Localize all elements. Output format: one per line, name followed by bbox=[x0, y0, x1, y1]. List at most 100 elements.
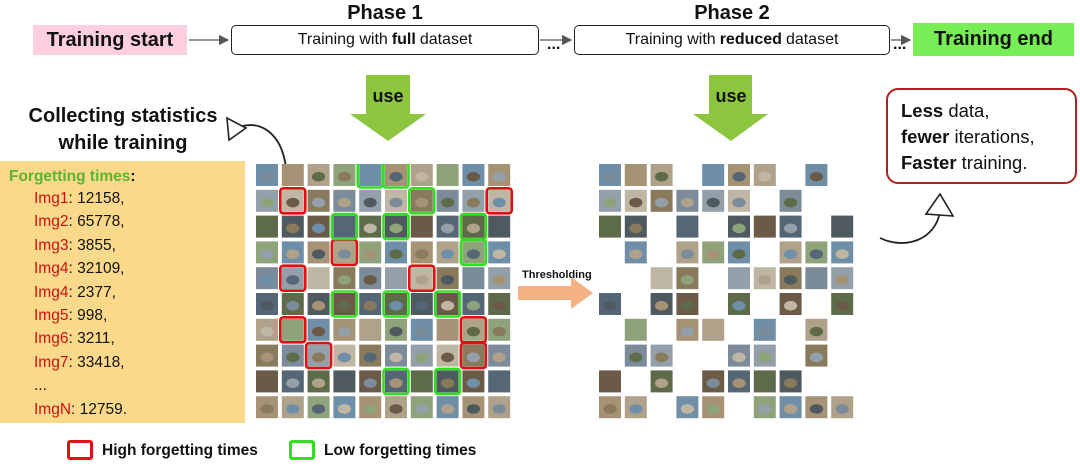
thumbnail-image bbox=[462, 344, 485, 367]
forgetting-entry: ImgN: 12759. bbox=[34, 401, 127, 419]
thumbnail-image bbox=[488, 241, 511, 264]
collect-statistics-label: Collecting statistics while training bbox=[18, 103, 228, 157]
full-grid-svg bbox=[256, 164, 513, 419]
thumbnail-image bbox=[436, 344, 459, 367]
forgetting-entry-value: : 12759. bbox=[71, 400, 128, 418]
benefits-box: Less data, fewer iterations, Faster trai… bbox=[886, 88, 1077, 184]
thumbnail-image bbox=[256, 344, 278, 367]
thumbnail-image bbox=[779, 241, 802, 264]
thumbnail-image bbox=[307, 344, 330, 367]
thumbnail-image bbox=[359, 370, 382, 393]
thumbnail-image bbox=[385, 293, 407, 315]
thumbnail-image bbox=[488, 344, 511, 367]
thumbnail-image bbox=[779, 215, 802, 238]
low-forgetting-highlight bbox=[330, 290, 359, 318]
thumbnail-image bbox=[676, 215, 699, 238]
thumbnail-image bbox=[410, 164, 433, 186]
thumbnail-image bbox=[385, 164, 407, 186]
thumbnail-image bbox=[650, 344, 673, 367]
thumbnail-image bbox=[599, 293, 621, 315]
thumbnail-image bbox=[410, 189, 433, 212]
thumbnail-image bbox=[436, 293, 459, 315]
thumbnail-image bbox=[333, 370, 356, 393]
thumbnail-image bbox=[728, 241, 750, 264]
thumbnail-image bbox=[281, 370, 304, 393]
phase1-box: Training with full dataset bbox=[231, 25, 539, 55]
thumbnail-image bbox=[462, 164, 485, 186]
forgetting-entry-key: Img1 bbox=[34, 190, 69, 207]
thumbnail-image bbox=[702, 370, 725, 393]
thumbnail-image bbox=[831, 267, 854, 290]
thumbnail-image bbox=[779, 293, 802, 315]
thumbnail-image bbox=[462, 267, 485, 290]
low-forgetting-highlight bbox=[382, 367, 410, 396]
thumbnail-image bbox=[805, 164, 828, 186]
thumbnail-image bbox=[333, 318, 356, 341]
thumbnail-image bbox=[728, 344, 750, 367]
phase2-box: Training with reduced dataset bbox=[574, 25, 890, 55]
thumbnail-image bbox=[436, 267, 459, 290]
benefit-line-3: Faster training. bbox=[901, 152, 1028, 173]
thumbnail-image bbox=[281, 189, 304, 212]
legend-low-label: Low forgetting times bbox=[324, 442, 477, 459]
full-dataset-grid bbox=[256, 164, 518, 424]
thumbnail-image bbox=[805, 241, 828, 264]
thumbnail-image bbox=[385, 318, 407, 341]
thumbnail-image bbox=[410, 267, 433, 290]
forgetting-entry: ... bbox=[34, 377, 47, 395]
phase1-title: Phase 1 bbox=[347, 2, 423, 24]
phase2-text-bold: reduced bbox=[719, 31, 782, 48]
thumbnail-image bbox=[753, 215, 776, 238]
thumbnail-image bbox=[624, 215, 647, 238]
legend-low-swatch bbox=[289, 440, 315, 460]
thumbnail-image bbox=[779, 396, 802, 419]
thumbnail-image bbox=[410, 241, 433, 264]
thumbnail-image bbox=[385, 241, 407, 264]
thumbnail-image bbox=[624, 189, 647, 212]
forgetting-entry-key: Img5 bbox=[34, 307, 69, 324]
forgetting-panel bbox=[0, 161, 245, 423]
forgetting-entry: Img6: 3211, bbox=[34, 330, 115, 348]
forgetting-entry-value: : 3211, bbox=[68, 330, 115, 348]
thumbnail-image bbox=[333, 293, 356, 315]
thumbnail-image bbox=[650, 293, 673, 315]
thumbnail-image bbox=[256, 370, 278, 393]
thumbnail-image bbox=[805, 318, 828, 341]
thumbnail-image bbox=[728, 189, 750, 212]
low-forgetting-highlight bbox=[459, 238, 488, 267]
thumbnail-image bbox=[281, 396, 304, 419]
thumbnail-image bbox=[256, 241, 278, 264]
thumbnail-image bbox=[307, 189, 330, 212]
thumbnail-image bbox=[624, 164, 647, 186]
thumbnail-image bbox=[831, 241, 854, 264]
thumbnail-image bbox=[359, 396, 382, 419]
benefit-line-2: fewer iterations, bbox=[901, 126, 1035, 147]
forgetting-entry: Img1: 12158, bbox=[34, 190, 125, 208]
thresholding-arrow bbox=[518, 277, 593, 309]
thumbnail-image bbox=[256, 267, 278, 290]
thumbnail-image bbox=[753, 344, 776, 367]
thumbnail-image bbox=[307, 318, 330, 341]
high-forgetting-highlight bbox=[278, 264, 307, 292]
thumbnail-image bbox=[488, 189, 511, 212]
low-forgetting-highlight bbox=[382, 164, 410, 189]
thumbnail-image bbox=[307, 215, 330, 238]
thumbnail-image bbox=[728, 164, 750, 186]
thumbnail-image bbox=[650, 164, 673, 186]
thumbnail-image bbox=[256, 215, 278, 238]
thumbnail-image bbox=[676, 396, 699, 419]
thumbnail-image bbox=[676, 293, 699, 315]
thumbnail-image bbox=[410, 293, 433, 315]
thumbnail-image bbox=[831, 215, 854, 238]
low-forgetting-highlight bbox=[433, 367, 462, 396]
thumbnail-image bbox=[307, 241, 330, 264]
thumbnail-image bbox=[436, 318, 459, 341]
phase2-text-post: dataset bbox=[785, 31, 839, 48]
thumbnail-image bbox=[385, 215, 407, 238]
low-forgetting-highlight bbox=[330, 212, 359, 241]
forgetting-entry-value: : 2377, bbox=[68, 283, 116, 301]
thumbnail-image bbox=[728, 215, 750, 238]
thumbnail-image bbox=[410, 318, 433, 341]
thumbnail-image bbox=[650, 189, 673, 212]
thumbnail-image bbox=[436, 396, 459, 419]
